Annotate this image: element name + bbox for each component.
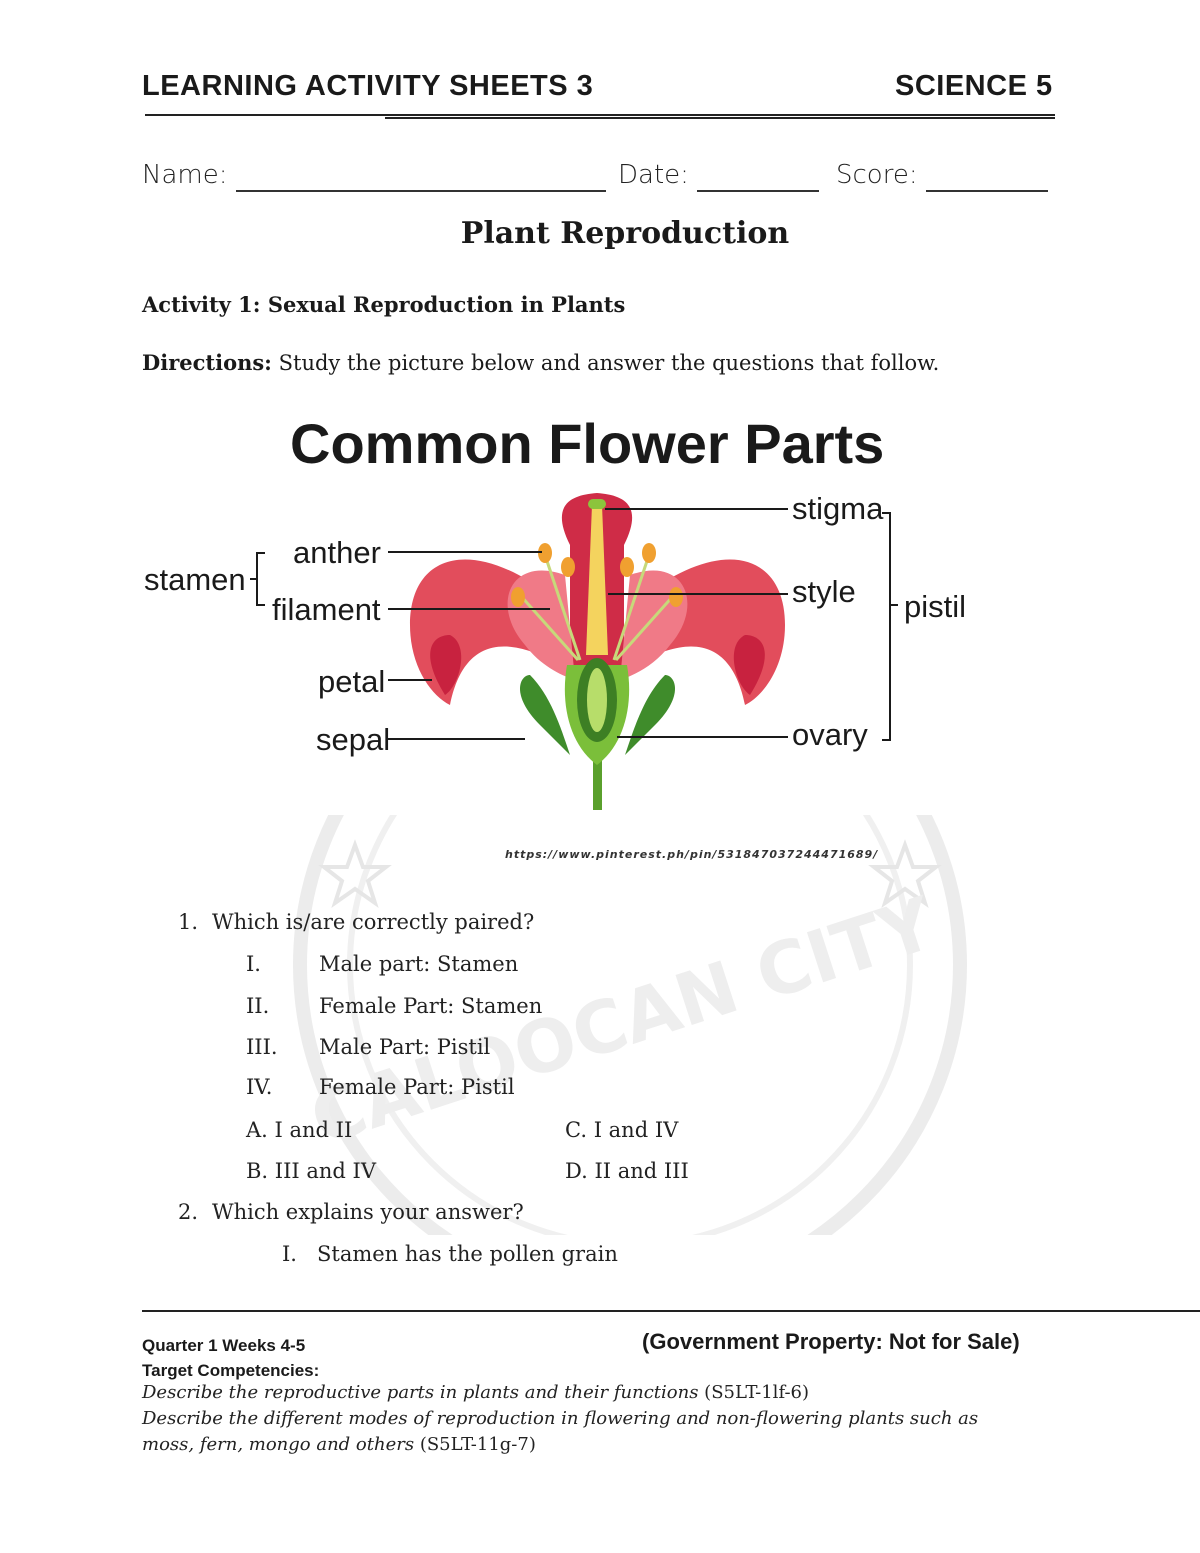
question-1-text: Which is/are correctly paired? — [212, 910, 535, 934]
seal-watermark: CALOOCAN CITY — [293, 815, 967, 1235]
header-rule-accent — [385, 117, 1055, 119]
question-1-number: 1. — [178, 910, 199, 934]
q1-item-roman: III. — [246, 1035, 278, 1059]
label-sepal: sepal — [316, 722, 390, 757]
label-stamen: stamen — [144, 562, 246, 597]
choice-text: I and IV — [593, 1118, 679, 1142]
choice-letter: C. — [565, 1118, 587, 1142]
name-blank[interactable] — [235, 160, 606, 192]
sheet-title: LEARNING ACTIVITY SHEETS 3 — [142, 70, 594, 102]
competency-1: Describe the reproductive parts in plant… — [142, 1382, 809, 1403]
date-blank[interactable] — [697, 160, 820, 192]
directions: Directions: Study the picture below and … — [142, 350, 939, 375]
competency-2: Describe the different modes of reproduc… — [142, 1408, 978, 1429]
diagram-title: Common Flower Parts — [290, 412, 884, 475]
name-label: Name: — [142, 160, 228, 190]
header-rule — [145, 114, 1055, 116]
q1-item-text: Female Part: Stamen — [319, 994, 543, 1018]
directions-text: Study the picture below and answer the q… — [271, 351, 940, 375]
choice-letter: D. — [565, 1159, 588, 1183]
label-anther: anther — [293, 535, 381, 570]
image-source: https://www.pinterest.ph/pin/53184703724… — [505, 848, 879, 861]
choice-letter: A. — [246, 1118, 268, 1142]
activity-heading: Activity 1: Sexual Reproduction in Plant… — [142, 292, 626, 317]
competency-1-text: Describe the reproductive parts in plant… — [142, 1382, 699, 1403]
q1-item-roman: II. — [246, 994, 270, 1018]
date-label: Date: — [618, 160, 689, 190]
q1-item-text: Male part: Stamen — [319, 952, 519, 976]
q2-item-roman: I. — [282, 1242, 297, 1266]
score-blank[interactable] — [925, 160, 1048, 192]
date-field[interactable]: Date: — [618, 160, 820, 196]
label-filament: filament — [272, 592, 381, 627]
choice-d[interactable]: D. II and III — [565, 1159, 689, 1183]
competency-2-code: (S5LT-11g-7) — [414, 1434, 536, 1455]
label-ovary: ovary — [792, 717, 868, 752]
page-title: Plant Reproduction — [460, 216, 790, 251]
flower-diagram: Common Flower Parts stamen anther f — [130, 395, 980, 815]
subject-title: SCIENCE 5 — [895, 70, 1053, 102]
directions-label: Directions: — [142, 350, 272, 375]
choice-c[interactable]: C. I and IV — [565, 1118, 678, 1142]
q1-item-roman: I. — [246, 952, 261, 976]
target-competencies-label: Target Competencies: — [142, 1361, 320, 1380]
competency-2-cont: moss, fern, mongo and others (S5LT-11g-7… — [142, 1434, 536, 1455]
quarter-label: Quarter 1 Weeks 4-5 — [142, 1336, 306, 1355]
question-2-text: Which explains your answer? — [212, 1200, 524, 1224]
label-pistil: pistil — [904, 589, 966, 624]
label-petal: petal — [318, 664, 385, 699]
choice-a[interactable]: A. I and II — [246, 1118, 352, 1142]
competency-2-text-cont: moss, fern, mongo and others — [142, 1434, 415, 1455]
name-field[interactable]: Name: — [142, 160, 606, 196]
government-notice: (Government Property: Not for Sale) — [642, 1329, 1020, 1354]
score-field[interactable]: Score: — [836, 160, 1048, 196]
choice-letter: B. — [246, 1159, 269, 1183]
label-style: style — [792, 574, 856, 609]
label-stigma: stigma — [792, 491, 884, 526]
q1-item-roman: IV. — [246, 1075, 273, 1099]
q2-item-text: Stamen has the pollen grain — [317, 1242, 618, 1266]
q1-item-text: Male Part: Pistil — [319, 1035, 491, 1059]
question-2-number: 2. — [178, 1200, 199, 1224]
competency-2-text: Describe the different modes of reproduc… — [142, 1408, 979, 1429]
choice-b[interactable]: B. III and IV — [246, 1159, 376, 1183]
choice-text: I and II — [274, 1118, 353, 1142]
choice-text: II and III — [594, 1159, 689, 1183]
footer-rule — [142, 1310, 1200, 1312]
score-label: Score: — [836, 160, 918, 190]
choice-text: III and IV — [274, 1159, 376, 1183]
competency-1-code: (S5LT-1lf-6) — [698, 1382, 810, 1403]
q1-item-text: Female Part: Pistil — [319, 1075, 515, 1099]
